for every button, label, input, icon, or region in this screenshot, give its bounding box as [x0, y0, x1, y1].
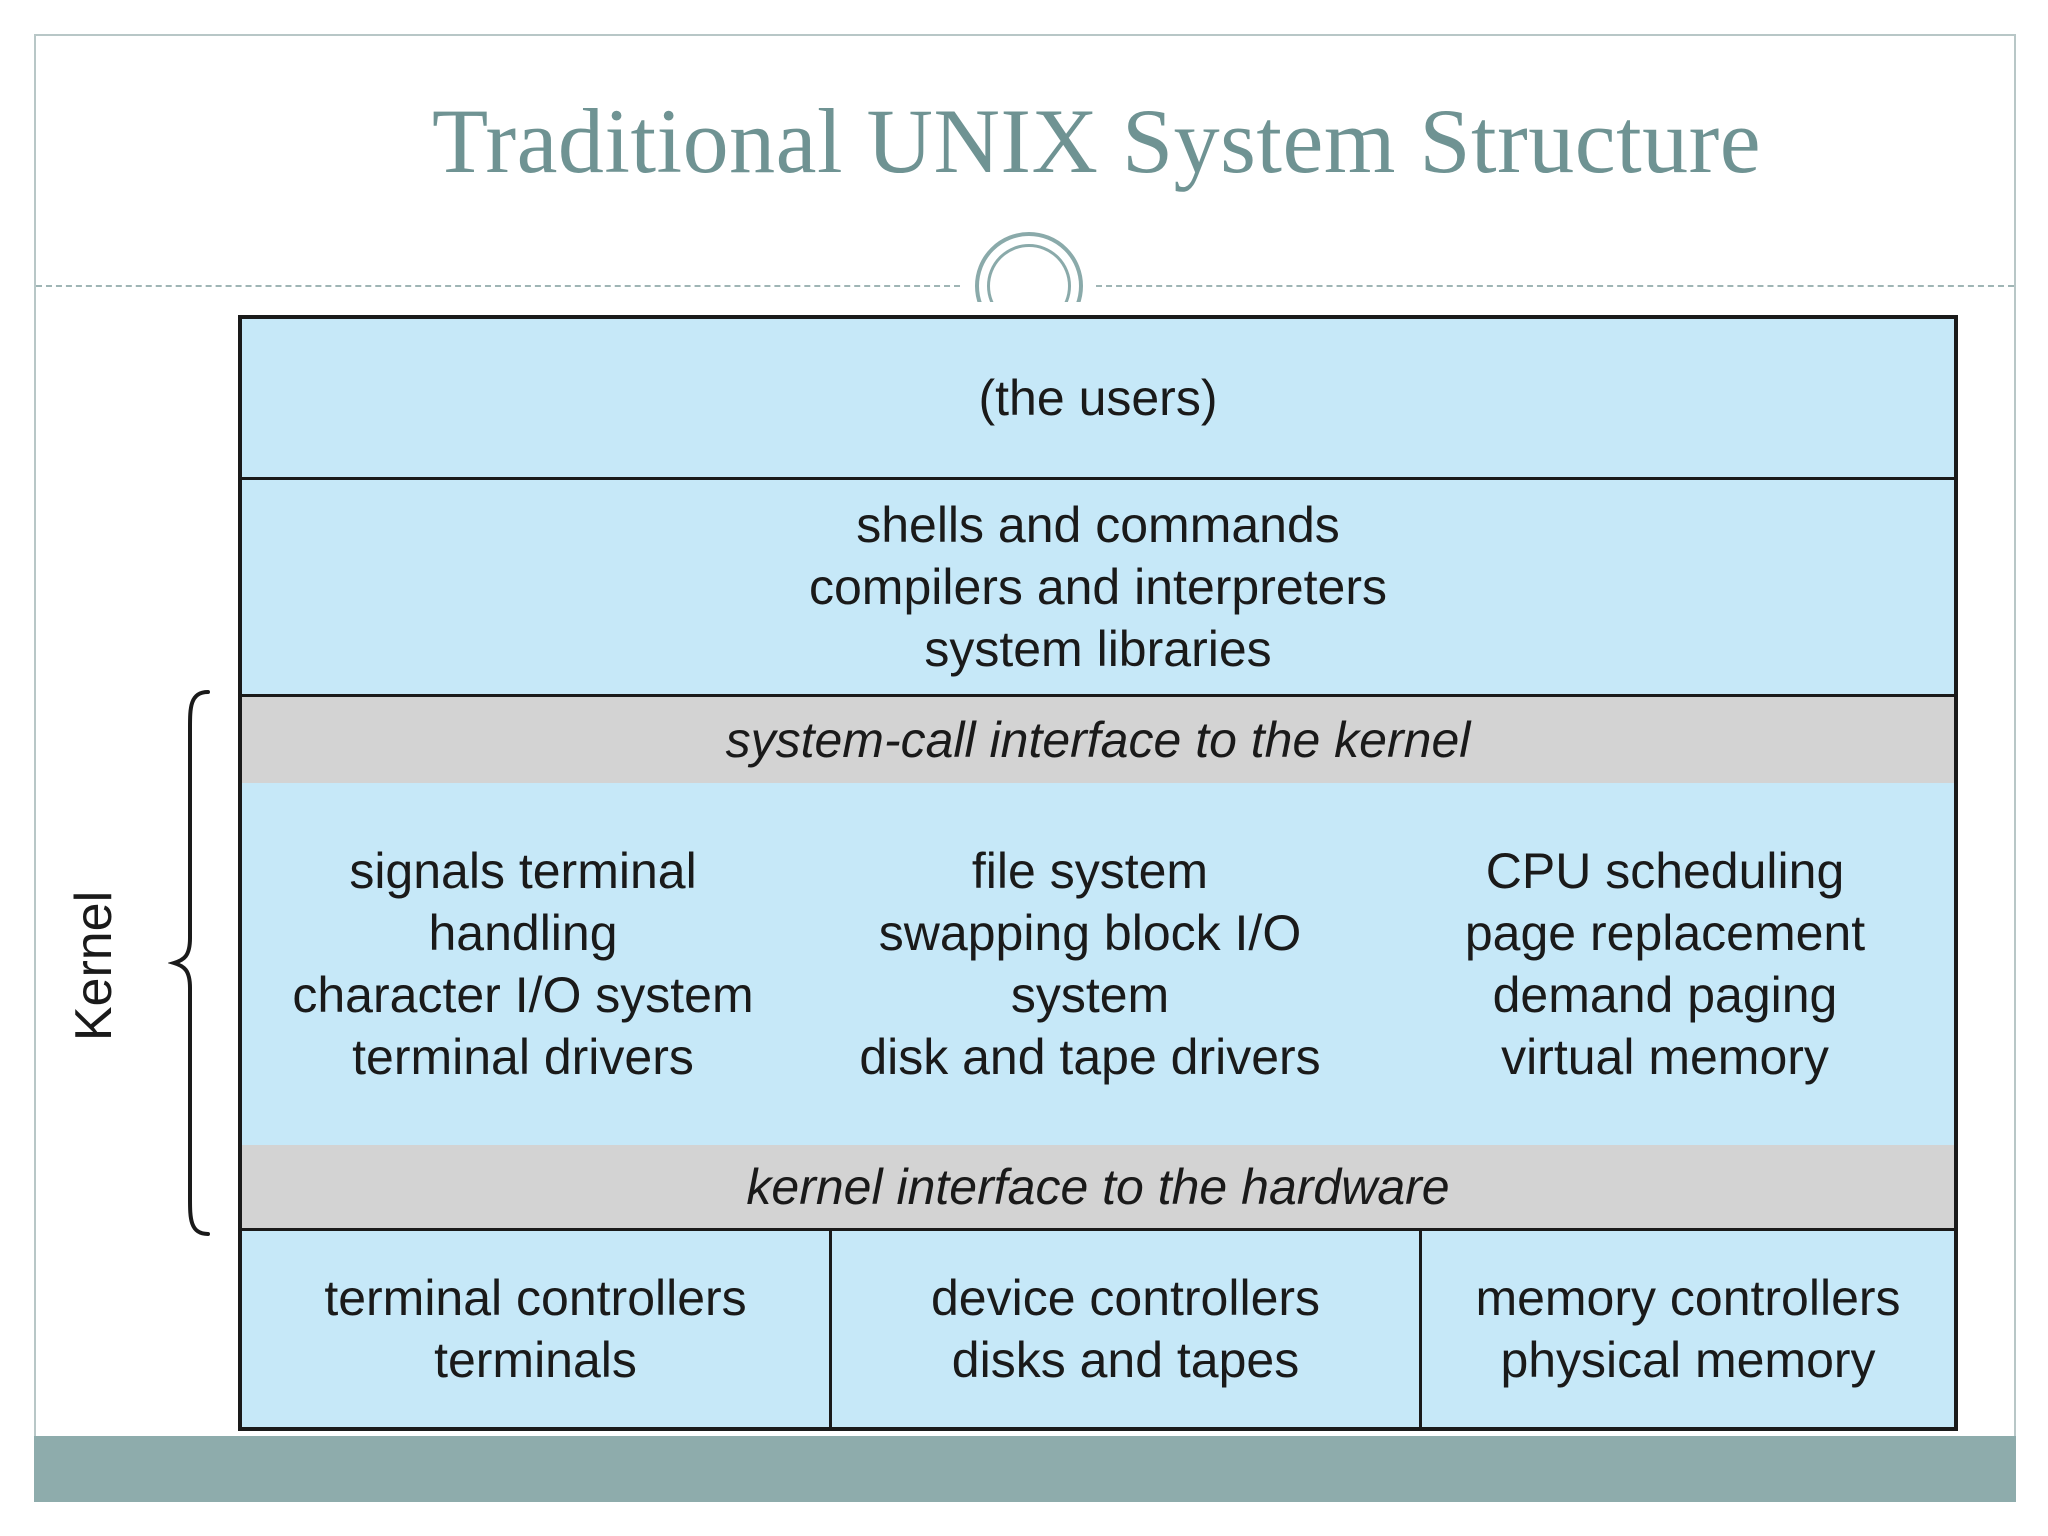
kernel-line: terminal drivers	[352, 1029, 694, 1085]
syscall-label: system-call interface to the kernel	[725, 712, 1471, 768]
kernel-label: Kernel	[65, 890, 123, 1042]
hardware-line: disks and tapes	[951, 1332, 1300, 1388]
kernel-brace-icon	[168, 690, 210, 1236]
kernel-line: file system	[971, 843, 1209, 899]
hardware-column-terminals: terminal controllers terminals	[242, 1231, 832, 1427]
hardware-line: physical memory	[1500, 1332, 1876, 1388]
title-rule-right	[1096, 285, 2014, 287]
kernel-line: CPU scheduling	[1485, 843, 1845, 899]
kernel-line: handling	[428, 905, 618, 961]
layer-shells: shells and commands compilers and interp…	[242, 480, 1954, 697]
layer-hardware: terminal controllers terminals device co…	[242, 1231, 1954, 1427]
hardware-column-devices: device controllers disks and tapes	[832, 1231, 1422, 1427]
layer-hardware-interface: kernel interface to the hardware	[242, 1145, 1954, 1231]
hardware-line: memory controllers	[1475, 1270, 1901, 1326]
hardware-line: terminals	[434, 1332, 637, 1388]
kernel-line: character I/O system	[292, 967, 754, 1023]
hardware-interface-label: kernel interface to the hardware	[746, 1158, 1450, 1215]
hardware-column-memory: memory controllers physical memory	[1422, 1231, 1954, 1427]
kernel-line: page replacement	[1464, 905, 1866, 961]
kernel-line: system	[1010, 967, 1170, 1023]
title-rule-left	[36, 285, 960, 287]
kernel-line: swapping block I/O	[878, 905, 1302, 961]
kernel-column-filesystem: file system swapping block I/O system di…	[804, 783, 1376, 1145]
kernel-line: signals terminal	[349, 843, 697, 899]
shells-line: shells and commands	[856, 497, 1340, 553]
unix-structure-diagram: (the users) shells and commands compiler…	[238, 315, 1958, 1431]
kernel-line: demand paging	[1492, 967, 1838, 1023]
kernel-line: disk and tape drivers	[859, 1029, 1321, 1085]
layer-users: (the users)	[242, 319, 1954, 480]
shells-line: compilers and interpreters	[808, 559, 1388, 615]
users-label: (the users)	[978, 370, 1218, 426]
kernel-column-signals: signals terminal handling character I/O …	[242, 783, 804, 1145]
slide-title: Traditional UNIX System Structure	[432, 90, 1762, 192]
kernel-column-cpu: CPU scheduling page replacement demand p…	[1376, 783, 1954, 1145]
footer-bar	[34, 1436, 2016, 1502]
layer-syscall-interface: system-call interface to the kernel	[242, 697, 1954, 783]
hardware-line: device controllers	[930, 1270, 1321, 1326]
layer-kernel-core: signals terminal handling character I/O …	[242, 783, 1954, 1145]
kernel-line: virtual memory	[1501, 1029, 1829, 1085]
shells-line: system libraries	[924, 621, 1272, 677]
hardware-line: terminal controllers	[324, 1270, 747, 1326]
